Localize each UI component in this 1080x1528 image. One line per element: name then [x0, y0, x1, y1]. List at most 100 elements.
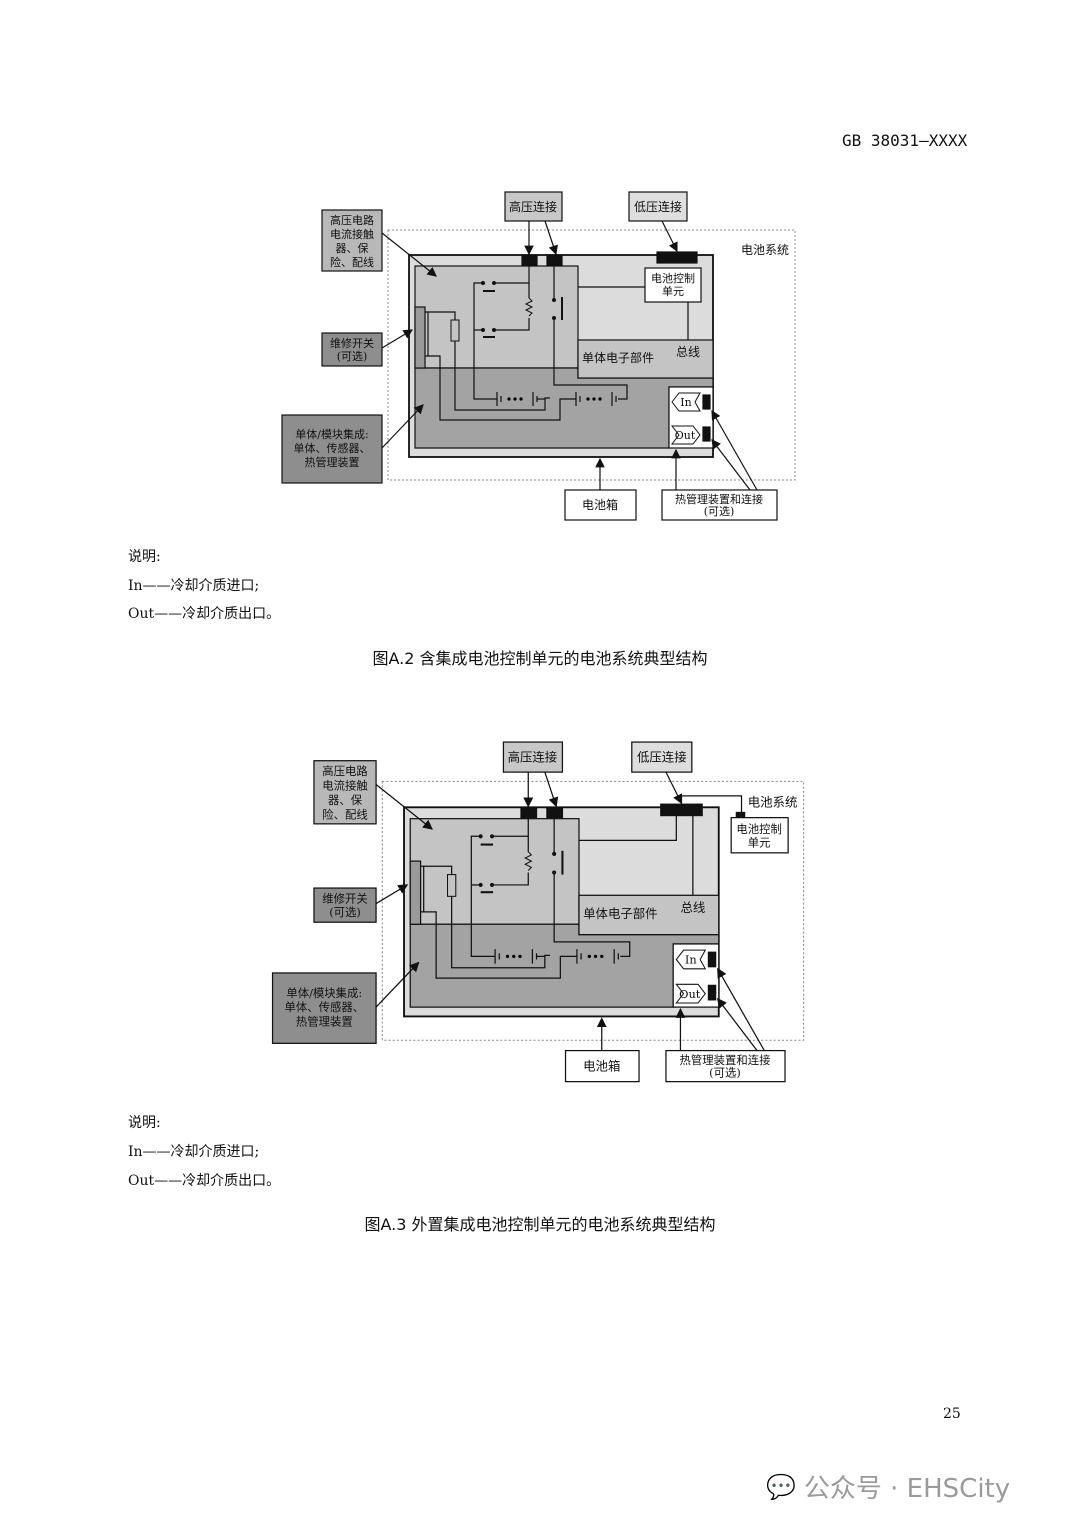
hv-connection-label-box — [502, 741, 564, 773]
service-switch-label: 维修开关 — [330, 336, 374, 350]
cell-electronics-label: 单体电子部件 — [583, 906, 657, 921]
hv-circuit-label: 高压电路 — [322, 764, 368, 778]
service-switch-label: (可选) — [337, 350, 368, 363]
bcu-connector — [735, 811, 746, 819]
precharge-resistor — [523, 851, 533, 871]
hv-connection-label: 高压连接 — [509, 199, 557, 214]
cell-string — [576, 949, 619, 964]
figure-caption: 图A.3 外置集成电池控制单元的电池系统典型结构 — [364, 1215, 716, 1234]
arrow — [381, 404, 424, 449]
battery-system-diagram-external-bcu: 电池系统单体电子部件总线 电池控制单元InOut高压连接低压连接高压电路电流接触… — [271, 741, 805, 1083]
watermark: 💬 公众号 · EHSCity — [766, 1468, 1010, 1505]
cell-string — [575, 392, 617, 406]
thermal-label: (可选) — [704, 505, 735, 518]
cell-module-area — [409, 923, 720, 1008]
legend-item-out: Out——冷却介质出口。 — [128, 1173, 281, 1189]
service-switch-label: 维修开关 — [322, 892, 368, 906]
watermark-text: 公众号 · EHSCity — [803, 1474, 1011, 1504]
battery-system-boundary — [381, 780, 805, 1041]
terminal-dot — [478, 834, 483, 839]
legend-item-in: In——冷却介质进口; — [128, 578, 260, 594]
wire — [428, 355, 576, 421]
thermal-label: 热管理装置和连接 — [679, 1053, 770, 1067]
figure-caption: 图A.2 含集成电池控制单元的电池系统典型结构 — [372, 649, 708, 668]
coolant-connector — [707, 951, 717, 968]
cell-module-area — [414, 367, 714, 449]
thermal-label: 热管理装置和连接 — [675, 492, 763, 506]
arrow — [665, 771, 683, 805]
cell-electronics-area — [578, 894, 720, 936]
coolant-connector — [702, 394, 711, 410]
hv-connector — [546, 806, 564, 819]
legend-item-out: Out——冷却介质出口。 — [128, 606, 281, 622]
cell-module-label: 热管理装置 — [296, 1015, 353, 1029]
battery-system-boundary — [387, 229, 796, 481]
bus-label: 总线 — [680, 900, 705, 915]
terminal-dot — [489, 834, 495, 839]
lv-connector — [660, 803, 703, 817]
legend-item-in: In——冷却介质进口; — [128, 1144, 260, 1160]
service-switch-label-box — [321, 332, 383, 367]
wire — [454, 341, 550, 411]
cell-module-label: 单体/模块集成: — [295, 427, 368, 441]
arrow — [711, 409, 758, 491]
wire — [473, 282, 497, 400]
service-switch — [409, 860, 422, 925]
service-switch-label-box — [313, 887, 377, 923]
lv-connection-label: 低压连接 — [637, 750, 687, 765]
standard-number: GB 38031—XXXX — [842, 131, 968, 150]
wechat-icon: 💬 — [766, 1472, 796, 1501]
lv-connection-label-box — [631, 741, 693, 773]
bcu-label: 单元 — [662, 285, 684, 298]
page-number: 25 — [943, 1406, 961, 1422]
service-switch-label: (可选) — [329, 905, 361, 919]
hv-circuit-label: 险、配线 — [330, 255, 374, 269]
battery-case-label-box — [564, 1049, 640, 1083]
arrow — [381, 232, 437, 277]
lv-connection-label-box — [628, 191, 688, 222]
wire — [553, 318, 628, 400]
cell-module-label-box — [271, 972, 377, 1044]
wire — [423, 865, 453, 875]
cell-electronics-area — [577, 339, 714, 379]
bus-label: 总线 — [676, 345, 700, 359]
wire — [428, 311, 456, 320]
battery-system-diagram-integrated-bcu: 电池系统单体电子部件总线 电池控制单元InOut高压连接低压连接高压电路电流接触… — [281, 191, 796, 521]
coolant-in-port — [671, 392, 701, 412]
hv-circuit-label: 高压电路 — [330, 213, 374, 227]
coolant-connector — [702, 426, 711, 442]
wire — [553, 872, 631, 957]
arrow — [375, 784, 433, 830]
arrow — [716, 997, 758, 1051]
hv-circuit-label-box — [313, 760, 377, 825]
hv-circuit-label: 电流接触 — [322, 779, 368, 793]
legend-title: 说明: — [128, 549, 161, 565]
bcu-label: 电池控制 — [736, 822, 781, 836]
precharge-resistor — [524, 297, 534, 317]
hv-connector — [520, 806, 538, 819]
wire — [451, 896, 550, 969]
cell-module-label: 单体、传感器、 — [294, 441, 371, 455]
terminal-dot — [552, 851, 557, 856]
hv-circuit-label: 电流接触 — [330, 227, 374, 241]
wire — [420, 865, 425, 913]
terminal-dot — [481, 281, 485, 285]
thermal-label-box — [661, 489, 778, 521]
hv-circuit-label: 器、保 — [328, 793, 363, 807]
coolant-out-port — [675, 983, 706, 1004]
bcu-box — [730, 817, 789, 854]
coolant-out-port — [670, 425, 701, 445]
battery-system-label: 电池系统 — [741, 243, 789, 257]
legend-title: 说明: — [128, 1115, 161, 1131]
battery-case-label: 电池箱 — [582, 497, 618, 512]
wire — [492, 872, 529, 886]
arrow — [544, 771, 559, 808]
terminal-dot — [552, 298, 556, 302]
bcu-label: 单元 — [748, 836, 771, 850]
wire — [492, 817, 529, 837]
service-switch — [414, 306, 426, 369]
hv-connection-label-box — [504, 191, 563, 222]
wire — [578, 815, 677, 842]
hv-circuit-label: 险、配线 — [322, 808, 368, 822]
cell-module-label: 热管理装置 — [305, 455, 360, 469]
